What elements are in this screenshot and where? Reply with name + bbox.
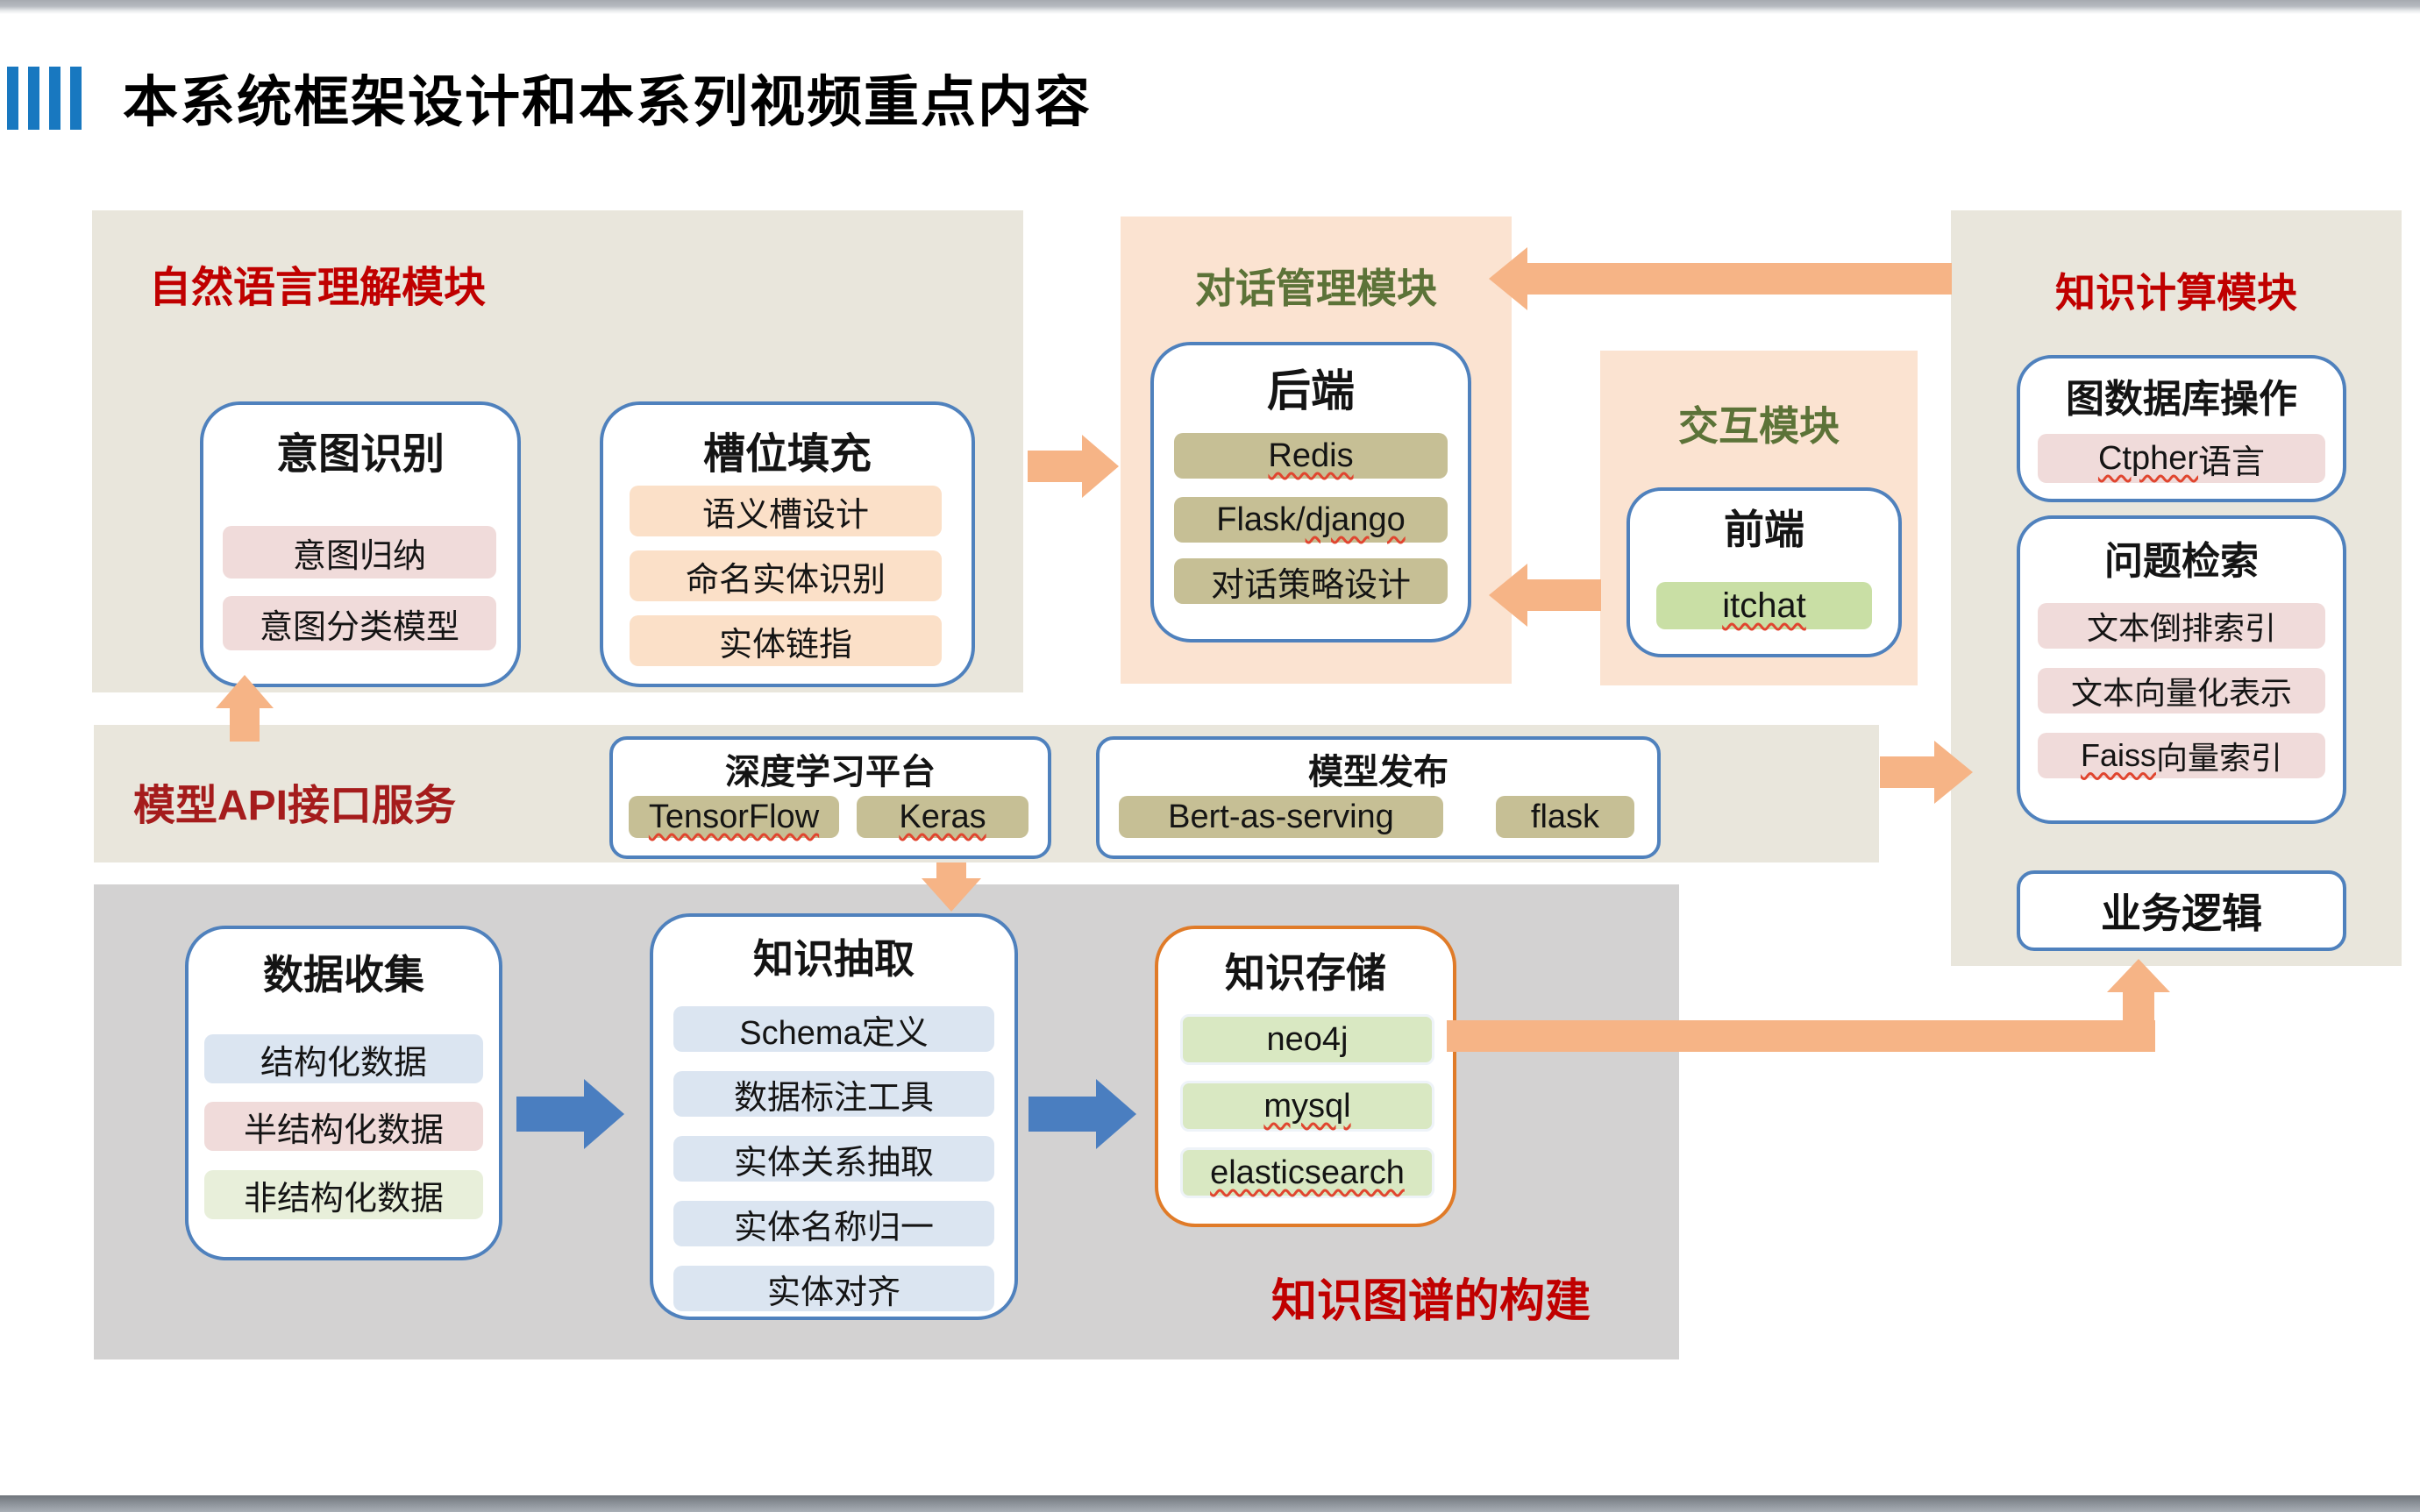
backend-box-title: 后端 [1267,366,1355,415]
chip-intent-induction: 意图归纳 [223,526,496,579]
arrow-collect-to-extract-shaft [516,1097,584,1132]
panel-knowledge-computing: 知识计算模块 图数据库操作 Ctpher 语言 问题检索 文本倒排索引 文本向量… [1951,210,2402,966]
arrow-store-to-logic-head [2107,959,2170,992]
arrow-extract-to-store-shaft [1028,1097,1096,1132]
chip-schema: Schema定义 [673,1006,994,1052]
dl-platform-box: 深度学习平台 TensorFlow Keras [609,736,1051,859]
panel-nlu: 自然语言理解模块 意图识别 意图归纳 意图分类模型 槽位填充 语义槽设计 命名实… [92,210,1023,692]
arrow-nlu-to-dm-shaft [1028,451,1082,482]
slot-box-title: 槽位填充 [702,431,872,478]
arrow-store-to-logic-vertical [2123,992,2154,1024]
chip-semistructured-data: 半结构化数据 [204,1102,483,1151]
knowledge-store-title: 知识存储 [1225,950,1386,996]
arrow-frontend-to-backend-shaft [1527,579,1601,611]
api-title: 模型API接口服务 [133,783,457,829]
data-collect-box: 数据收集 结构化数据 半结构化数据 非结构化数据 [185,926,502,1260]
chip-tensorflow: TensorFlow [629,796,839,838]
arrow-api-to-kg-shaft [936,862,966,878]
arrow-kc-to-dm-shaft [1527,263,1952,295]
chip-relation-extraction: 实体关系抽取 [673,1136,994,1182]
chip-name-normalization: 实体名称归一 [673,1201,994,1246]
business-logic-box: 业务逻辑 [2017,870,2346,951]
chip-bert-as-serving: Bert-as-serving [1119,796,1443,838]
arrow-api-to-kg-head [922,878,981,912]
dl-platform-title: 深度学习平台 [725,753,936,791]
knowledge-extract-box: 知识抽取 Schema定义 数据标注工具 实体关系抽取 实体名称归一 实体对齐 [650,913,1018,1320]
chip-text-vectorization: 文本向量化表示 [2038,668,2325,713]
arrow-kc-to-dm-head [1489,247,1527,310]
business-logic-title: 业务逻辑 [2101,891,2262,936]
chip-intent-classifier: 意图分类模型 [223,596,496,650]
arrow-collect-to-extract-head [584,1079,624,1149]
kc-title: 知识计算模块 [2055,270,2297,316]
chip-flask: flask [1496,796,1634,838]
chip-dialog-policy: 对话策略设计 [1174,558,1448,604]
intent-box: 意图识别 意图归纳 意图分类模型 [200,401,521,687]
panel-interaction: 交互模块 前端 itchat [1600,351,1918,685]
chip-flask-django: Flask/django [1174,497,1448,543]
panel-kg-build: 数据收集 结构化数据 半结构化数据 非结构化数据 知识抽取 Schema定义 数… [94,884,1679,1359]
chip-keras: Keras [857,796,1028,838]
arrow-store-to-logic-horizontal [1447,1020,2155,1052]
slot-box: 槽位填充 语义槽设计 命名实体识别 实体链指 [600,401,975,687]
panel-dialog-management: 对话管理模块 后端 Redis Flask/django 对话策略设计 [1121,217,1512,684]
chip-annotation-tool: 数据标注工具 [673,1071,994,1117]
chip-itchat: itchat [1656,582,1872,629]
frontend-box: 前端 itchat [1626,487,1902,657]
window-top-edge [0,0,2420,14]
chip-elasticsearch: elasticsearch [1180,1147,1434,1198]
chip-entity-linking: 实体链指 [630,615,942,666]
graphdb-box-title: 图数据库操作 [2066,378,2297,421]
chip-redis: Redis [1174,433,1448,479]
data-collect-title: 数据收集 [263,952,424,997]
chip-ner: 命名实体识别 [630,550,942,601]
dm-title: 对话管理模块 [1195,266,1437,311]
panel-model-api: 模型API接口服务 深度学习平台 TensorFlow Keras 模型发布 B… [94,725,1879,862]
retrieval-box-title: 问题检索 [2104,540,2259,583]
chip-mysql: mysql [1180,1081,1434,1132]
backend-box: 后端 Redis Flask/django 对话策略设计 [1150,342,1471,642]
chip-entity-alignment: 实体对齐 [673,1266,994,1311]
page-title: 本系统框架设计和本系列视频重点内容 [123,72,1092,133]
frontend-box-title: 前端 [1724,507,1804,552]
knowledge-store-box: 知识存储 neo4j mysql elasticsearch [1155,926,1456,1227]
window-bottom-edge [0,1495,2420,1512]
arrow-api-to-nlu-shaft [230,706,260,742]
chip-structured-data: 结构化数据 [204,1034,483,1083]
knowledge-extract-title: 知识抽取 [753,936,915,982]
ia-title: 交互模块 [1678,403,1840,449]
chip-cypher: Ctpher 语言 [2038,434,2325,483]
arrow-api-to-kc-shaft [1880,756,1934,788]
arrow-nlu-to-dm-head [1082,435,1119,498]
chip-neo4j: neo4j [1180,1014,1434,1065]
arrow-frontend-to-backend-head [1489,564,1527,627]
arrow-api-to-kc-head [1934,741,1973,804]
nlu-title: 自然语言理解模块 [149,265,487,311]
chip-unstructured-data: 非结构化数据 [204,1170,483,1219]
arrow-extract-to-store-head [1096,1079,1136,1149]
intent-box-title: 意图识别 [275,431,445,478]
kg-build-label: 知识图谱的构建 [1271,1276,1591,1327]
graphdb-box: 图数据库操作 Ctpher 语言 [2017,355,2346,502]
slide-title-bars-icon [7,67,82,130]
model-deploy-box: 模型发布 Bert-as-serving flask [1096,736,1661,859]
chip-semantic-slot: 语义槽设计 [630,486,942,536]
arrow-api-to-nlu-head [216,675,274,708]
chip-inverted-index: 文本倒排索引 [2038,603,2325,649]
model-deploy-title: 模型发布 [1308,753,1448,791]
